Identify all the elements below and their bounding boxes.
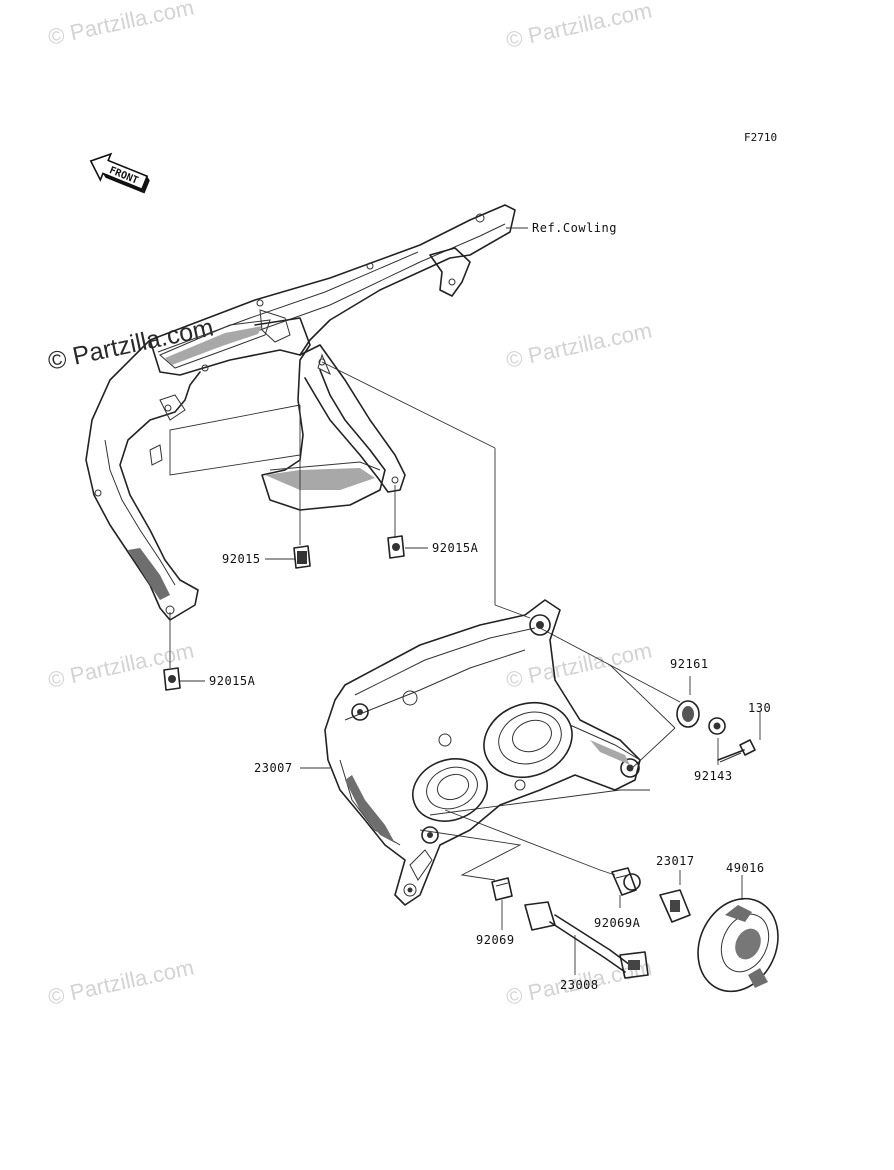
diagram-code: F2710 — [744, 131, 777, 144]
watermark: © Partzilla.com — [46, 0, 196, 50]
front-arrow-icon: FRONT — [89, 152, 150, 194]
watermark: © Partzilla.com — [504, 318, 654, 373]
watermark: © Partzilla.com — [46, 638, 196, 693]
bolt-130 — [717, 739, 756, 763]
collar-92143 — [708, 717, 726, 735]
clip-92015a-upper — [387, 535, 405, 559]
watermark-main: © Partzilla.com — [45, 313, 216, 375]
dust-cover-49016 — [697, 897, 779, 993]
watermark: © Partzilla.com — [504, 0, 654, 53]
cowling-stay-bracket — [85, 204, 516, 621]
part-label-92143: 92143 — [694, 769, 733, 783]
watermark: © Partzilla.com — [504, 638, 654, 693]
part-label-23008: 23008 — [560, 978, 599, 992]
socket-23008 — [524, 901, 649, 979]
clip-92015 — [293, 545, 311, 569]
headlight-assembly — [324, 599, 641, 906]
part-label-23007: 23007 — [254, 761, 293, 775]
part-label-92015: 92015 — [222, 552, 261, 566]
part-label-92015a-lower: 92015A — [209, 674, 256, 688]
bulb-92069a — [611, 867, 641, 896]
clip-92015a-lower — [163, 667, 181, 691]
part-label-92069a: 92069A — [594, 916, 641, 930]
part-label-92015a-upper: 92015A — [432, 541, 479, 555]
part-label-23017: 23017 — [656, 854, 695, 868]
part-label-49016: 49016 — [726, 861, 765, 875]
part-label-92069: 92069 — [476, 933, 515, 947]
ref-cowling-label: Ref.Cowling — [532, 221, 617, 235]
socket-23017 — [659, 889, 691, 923]
part-label-130: 130 — [748, 701, 771, 715]
bulb-92069 — [491, 877, 513, 901]
watermark: © Partzilla.com — [46, 955, 196, 1010]
grommet-92161 — [676, 700, 700, 728]
part-label-92161: 92161 — [670, 657, 709, 671]
leader-lines — [169, 227, 761, 975]
